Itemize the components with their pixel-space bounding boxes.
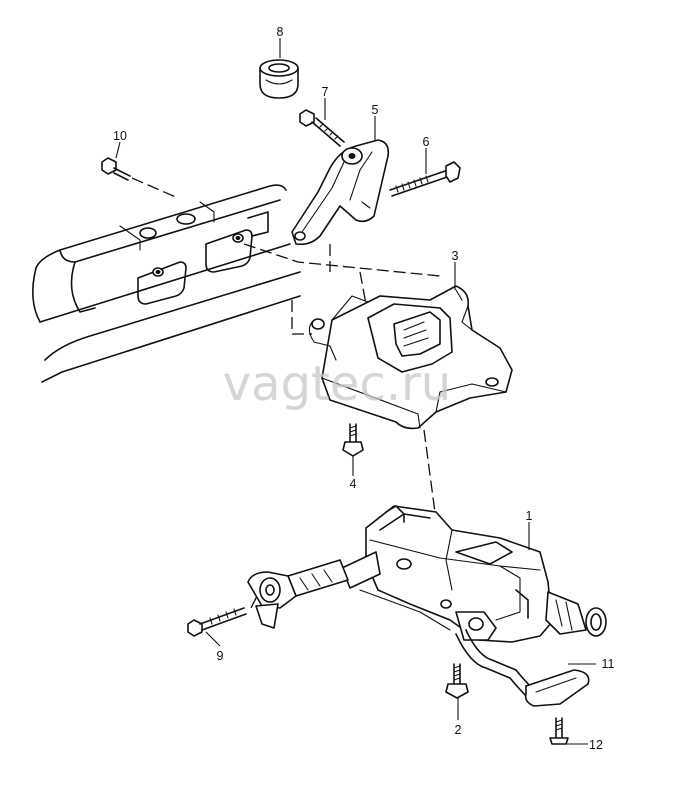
callout-9: 9 — [217, 649, 224, 663]
callout-6: 6 — [423, 135, 430, 149]
callout-4: 4 — [350, 477, 357, 491]
callout-5: 5 — [372, 103, 379, 117]
callout-10: 10 — [113, 129, 127, 143]
callout-3: 3 — [452, 249, 459, 263]
cross-member-beam — [32, 184, 301, 383]
bolt-part-7 — [299, 109, 345, 147]
long-bolt-part-6 — [389, 161, 461, 197]
screw-part-12 — [549, 717, 569, 745]
callout-11: 11 — [602, 657, 615, 671]
mounting-bracket-part-3 — [308, 285, 513, 430]
callout-12: 12 — [589, 738, 603, 752]
bolt-part-9 — [187, 607, 247, 637]
callout-leaders — [115, 38, 596, 745]
rubber-bush-part-8 — [259, 59, 299, 99]
callout-1: 1 — [526, 509, 533, 523]
steering-column-part-1 — [247, 505, 607, 643]
callout-labels: 8 7 5 6 10 3 4 1 9 2 11 12 — [113, 25, 614, 752]
bolt-part-2 — [445, 663, 469, 699]
callout-8: 8 — [277, 25, 284, 39]
watermark: vagtec.ru — [223, 356, 451, 412]
callout-7: 7 — [322, 85, 329, 99]
bolt-part-10 — [101, 157, 179, 199]
bracket-part-5 — [291, 139, 390, 246]
callout-2: 2 — [455, 723, 462, 737]
lever-part-11 — [455, 629, 590, 707]
bolt-part-4 — [342, 423, 364, 457]
